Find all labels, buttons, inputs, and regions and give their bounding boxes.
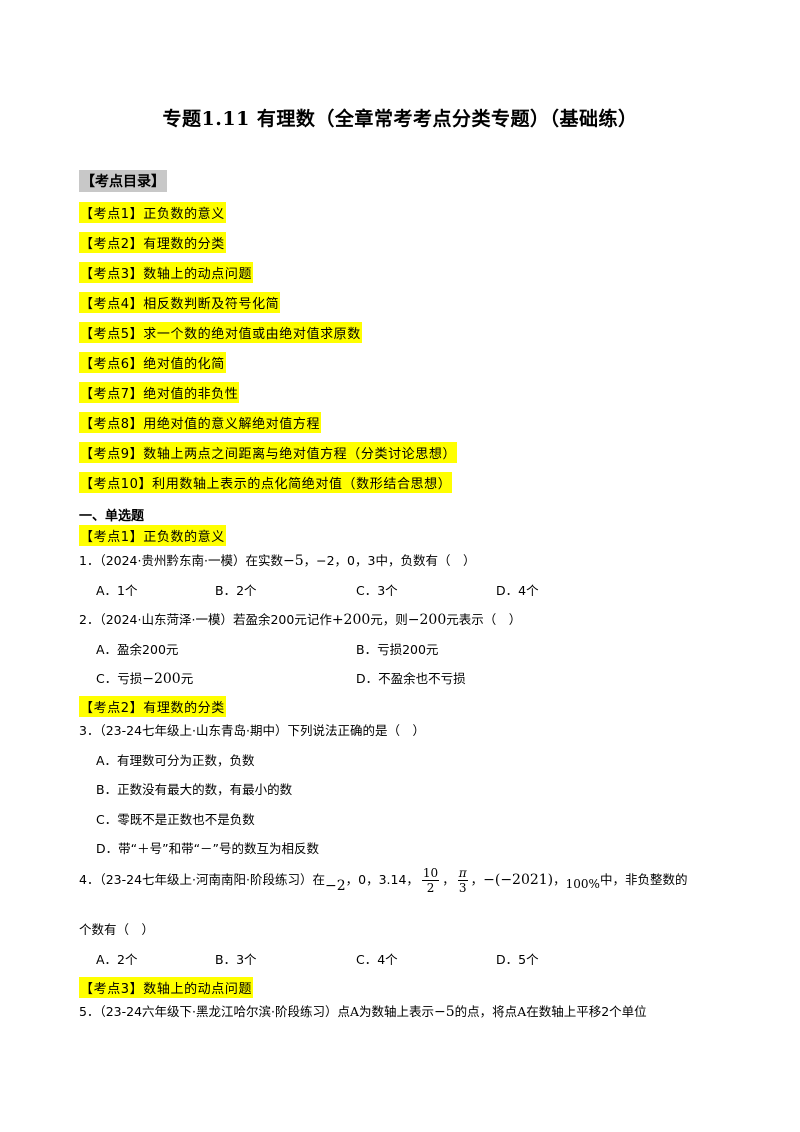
q3-number: 3． [79, 723, 100, 738]
q4-fraction-2-num: π [457, 866, 468, 881]
kp3-label: 【考点3】数轴上的动点问题 [79, 977, 254, 998]
q1-number: 1． [79, 553, 100, 568]
q4-option-d: D．5个 [496, 952, 539, 967]
question-2: 2．（2024·山东菏泽·一模）若盈余200元记作+200元，则−200元表示（… [79, 609, 521, 628]
q1-option-c: C．3个 [356, 583, 398, 598]
q4-fraction-1-den: 2 [426, 881, 435, 895]
q2-text-b: 元，则 [370, 612, 408, 627]
toc-item-5: 【考点5】求一个数的绝对值或由绝对值求原数 [79, 322, 362, 343]
q5-text-b: 为数轴上表示 [359, 1004, 435, 1019]
toc-item-7: 【考点7】绝对值的非负性 [79, 382, 240, 403]
q2-option-d: D．不盈余也不亏损 [356, 671, 466, 686]
q4-fraction-2-den: 3 [458, 881, 467, 895]
q5-text-d: 在数轴上平移2个单位 [526, 1004, 647, 1019]
q5-number: 5． [79, 1004, 100, 1019]
question-3: 3．（23-24七年级上·山东青岛·期中）下列说法正确的是（ ） [79, 720, 425, 739]
section-heading: 一、单选题 [79, 509, 145, 524]
q2-option-c-math: −200 [142, 671, 181, 687]
q1-option-b: B．2个 [215, 583, 257, 598]
kp1-label: 【考点1】正负数的意义 [79, 525, 226, 546]
q1-option-d: D．4个 [496, 583, 539, 598]
q5-math-1: A [349, 1004, 360, 1019]
q4-option-a: A．2个 [96, 952, 138, 967]
q3-option-d: D．带“＋号”和带“－”号的数互为相反数 [96, 841, 320, 856]
q4-number: 4． [79, 872, 100, 887]
q4-continuation: 个数有（ ） [79, 922, 155, 937]
question-1: 1．（2024·贵州黔东南·一模）在实数−5，−2，0，3中，负数有（ ） [79, 550, 475, 569]
q3-text: （23-24七年级上·山东青岛·期中）下列说法正确的是（ ） [99, 723, 425, 738]
q4-text-c: 中，非负整数的 [599, 872, 688, 887]
q3-option-b: B．正数没有最大的数，有最小的数 [96, 782, 293, 797]
q3-option-c: C．零既不是正数也不是负数 [96, 812, 255, 827]
q4-fraction-1-num: 10 [421, 866, 440, 881]
question-5: 5．（23-24六年级下·黑龙江哈尔滨·阶段练习）点A为数轴上表示−5的点，将点… [79, 1001, 647, 1020]
q4-text-a: （23-24七年级上·河南南阳·阶段练习）在 [99, 872, 325, 887]
q5-math-3: A [517, 1004, 527, 1019]
q1-text-a: （2024·贵州黔东南·一模）在实数 [99, 553, 283, 568]
toc-item-2: 【考点2】有理数的分类 [79, 232, 226, 253]
q2-number: 2． [79, 612, 100, 627]
toc-item-3: 【考点3】数轴上的动点问题 [79, 262, 254, 283]
q2-option-a: A．盈余200元 [96, 642, 179, 657]
q1-text-b: ，−2，0，3中，负数有（ ） [303, 553, 476, 568]
q2-option-c-unit: 元 [180, 671, 194, 686]
toc-heading: 【考点目录】 [79, 170, 167, 192]
q4-option-b: B．3个 [215, 952, 257, 967]
q1-option-a: A．1个 [96, 583, 138, 598]
q4-math-3: 100% [565, 877, 600, 891]
q5-text-c: 的点，将点 [454, 1004, 518, 1019]
q5-text-a: （23-24六年级下·黑龙江哈尔滨·阶段练习）点 [99, 1004, 350, 1019]
toc-item-6: 【考点6】绝对值的化简 [79, 352, 226, 373]
q3-option-a: A．有理数可分为正数，负数 [96, 753, 255, 768]
q4-option-c: C．4个 [356, 952, 398, 967]
q4-math-2: −(−2021) [483, 872, 554, 888]
q4-math-1: −2 [324, 878, 346, 894]
page-title: 专题1.11 有理数（全章常考考点分类专题）（基础练） [162, 108, 638, 130]
toc-item-4: 【考点4】相反数判断及符号化简 [79, 292, 281, 313]
toc-item-1: 【考点1】正负数的意义 [79, 202, 226, 223]
q2-option-c: C．亏损−200元 [96, 668, 193, 687]
q2-option-c-label: C．亏损 [96, 671, 143, 686]
toc-item-8: 【考点8】用绝对值的意义解绝对值方程 [79, 412, 322, 433]
q2-math-2: −200 [407, 612, 447, 628]
q2-text-c: 元表示（ ） [446, 612, 522, 627]
q5-math-2: −5 [434, 1004, 455, 1020]
toc-item-9: 【考点9】数轴上两点之间距离与绝对值方程（分类讨论思想） [79, 442, 458, 463]
q2-option-b: B．亏损200元 [356, 642, 439, 657]
q4-text-b: ，0，3.14， [345, 872, 419, 887]
toc-item-10: 【考点10】利用数轴上表示的点化简绝对值（数形结合思想） [79, 472, 453, 493]
q1-math-1: −5 [282, 553, 304, 569]
q2-text-a: （2024·山东菏泽·一模）若盈余200元记作 [99, 612, 332, 627]
q2-math-1: +200 [331, 612, 371, 628]
kp2-label: 【考点2】有理数的分类 [79, 696, 226, 717]
